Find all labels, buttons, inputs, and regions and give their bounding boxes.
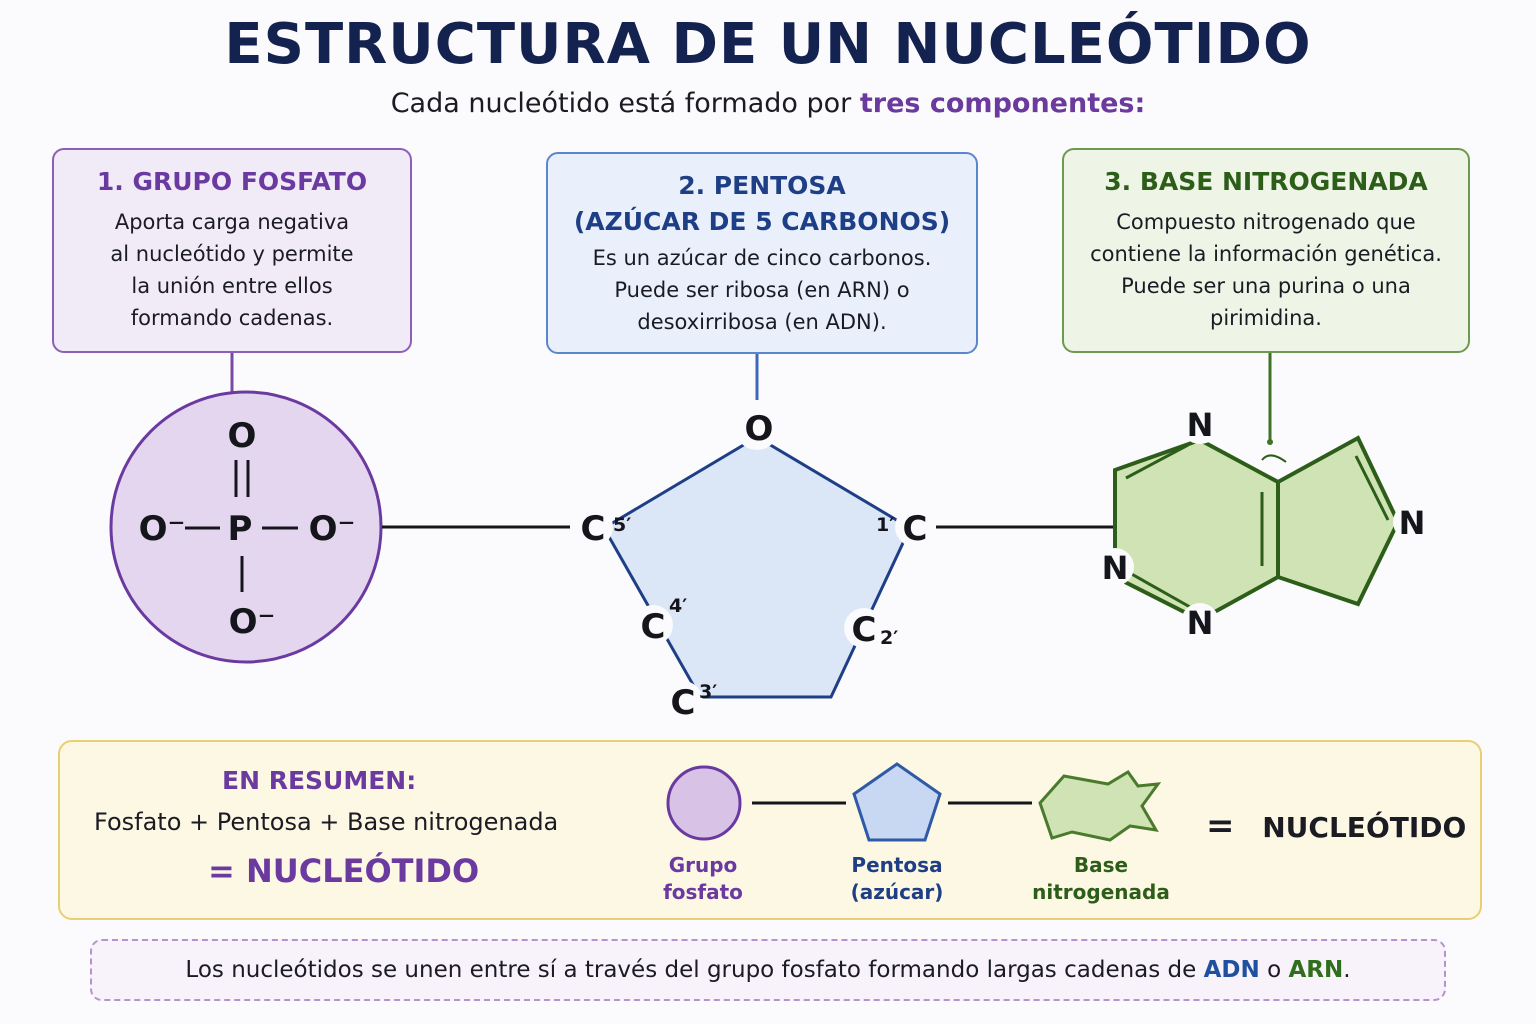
footer-middle: o (1267, 957, 1282, 983)
summary-label-line: nitrogenada (1032, 880, 1170, 904)
page-subtitle: Cada nucleótido está formado por tres co… (0, 88, 1536, 119)
ring-oxygen-mask (735, 406, 779, 450)
summary-icons (666, 762, 1162, 842)
summary-label-line: fosfato (663, 880, 743, 904)
base-attachment-arc (1261, 454, 1287, 463)
sugar-heading-line2: (AZÚCAR DE 5 CARBONOS) (573, 207, 951, 236)
summary-label-line: Base (1073, 853, 1129, 877)
base-shape-icon (1038, 770, 1162, 842)
n-left-mask (1096, 548, 1134, 586)
sugar-heading-line1: 2. PENTOSA (678, 171, 846, 200)
summary-right-result: = NUCLEÓTIDO (1206, 806, 1466, 846)
sugar-line: Es un azúcar de cinco carbonos. (592, 246, 932, 270)
pentagon-icon (852, 762, 942, 842)
phosphate-left-oxygen: O⁻ (139, 509, 186, 549)
nitrogen-bottom: N (1187, 604, 1214, 642)
base-info-box: 3. BASE NITROGENADA Compuesto nitrogenad… (1062, 148, 1470, 353)
carbon-4: C (641, 607, 666, 647)
phosphate-info-box: 1. GRUPO FOSFATO Aporta carga negativa a… (52, 148, 412, 353)
summary-label-base: Base nitrogenada (1021, 852, 1181, 906)
footer-adn: ADN (1203, 957, 1260, 983)
c3-mask (663, 681, 703, 721)
base-line: Puede ser una purina o una (1121, 274, 1411, 298)
carbon-4-label: 4′ (669, 595, 687, 617)
sugar-line: desoxirribosa (en ADN). (637, 310, 887, 334)
sugar-info-box: 2. PENTOSA (AZÚCAR DE 5 CARBONOS) Es un … (546, 152, 978, 354)
summary-right-text: NUCLEÓTIDO (1262, 811, 1467, 844)
phosphate-bottom-oxygen: O⁻ (229, 602, 276, 642)
n-right-mask (1393, 503, 1431, 541)
base-five-ring (1276, 435, 1401, 607)
carbon-3-label: 3′ (699, 681, 717, 703)
base-line: contiene la información genética. (1090, 242, 1442, 266)
n-top-mask (1180, 404, 1220, 444)
footer-suffix: . (1343, 957, 1351, 983)
subtitle-prefix: Cada nucleótido está formado por (390, 88, 852, 119)
phosphate-circle-icon (666, 765, 742, 841)
base-double-bond-top (1125, 443, 1189, 480)
nitrogen-left: N (1102, 549, 1129, 587)
carbon-2-label: 2′ (880, 627, 898, 649)
footer-arn: ARN (1288, 957, 1344, 983)
summary-heading: EN RESUMEN: (222, 766, 417, 795)
ring-oxygen: O (745, 409, 774, 449)
sugar-line: Puede ser ribosa (en ARN) o (614, 278, 910, 302)
base-description: Compuesto nitrogenado que contiene la in… (1064, 206, 1468, 334)
base-double-bond-right (1354, 455, 1390, 521)
phosphate-line: Aporta carga negativa (114, 210, 350, 234)
phosphate-heading: 1. GRUPO FOSFATO (96, 167, 368, 196)
c1-mask (895, 507, 935, 547)
sugar-pentagon (601, 435, 912, 699)
summary-equation: Fosfato + Pentosa + Base nitrogenada (94, 808, 559, 836)
footer-note: Los nucleótidos se unen entre sí a travé… (90, 939, 1446, 1001)
summary-label-line: (azúcar) (850, 880, 944, 904)
phosphate-line: la unión entre ellos (131, 274, 333, 298)
equals-sign: = (1206, 806, 1235, 846)
carbon-1-label: 1′ (876, 514, 894, 536)
summary-label-phosphate: Grupo fosfato (623, 852, 783, 906)
nucleotide-diagram: O O⁻ P O⁻ O⁻ O C 5′ C 1′ C 4′ C 2′ C 3′ … (109, 353, 1431, 723)
summary-label-sugar: Pentosa (azúcar) (817, 852, 977, 906)
c5-mask (573, 507, 613, 547)
sugar-description: Es un azúcar de cinco carbonos. Puede se… (548, 242, 976, 338)
n-bottom-mask (1181, 603, 1219, 641)
phosphate-circle (109, 390, 383, 664)
c4-mask (633, 605, 673, 645)
carbon-5: C (581, 509, 606, 549)
phosphorus-atom: P (228, 509, 253, 549)
nitrogen-top: N (1187, 406, 1214, 444)
summary-label-line: Pentosa (851, 853, 943, 877)
carbon-3: C (671, 683, 696, 723)
carbon-1: C (903, 509, 928, 549)
carbon-2: C (852, 610, 877, 650)
summary-result: = NUCLEÓTIDO (208, 852, 480, 890)
c2-mask (844, 608, 884, 648)
page-title: ESTRUCTURA DE UN NUCLEÓTIDO (224, 12, 1312, 77)
phosphate-top-oxygen: O (228, 416, 257, 456)
base-heading: 3. BASE NITROGENADA (1104, 167, 1428, 196)
base-line: pirimidina. (1210, 306, 1322, 330)
phosphate-line: al nucleótido y permite (110, 242, 354, 266)
base-six-ring (1113, 437, 1280, 623)
phosphate-description: Aporta carga negativa al nucleótido y pe… (54, 206, 410, 334)
summary-panel: EN RESUMEN: Fosfato + Pentosa + Base nit… (58, 740, 1482, 920)
carbon-5-label: 5′ (613, 514, 631, 536)
summary-label-line: Grupo (668, 853, 738, 877)
phosphate-right-oxygen: O⁻ (309, 509, 356, 549)
base-line: Compuesto nitrogenado que (1116, 210, 1416, 234)
nitrogen-right: N (1399, 504, 1426, 542)
subtitle-highlight: tres componentes: (859, 88, 1146, 119)
phosphate-line: formando cadenas. (130, 306, 334, 330)
base-connector-dot (1267, 439, 1273, 445)
base-double-bond-bottom (1127, 570, 1191, 609)
footer-prefix: Los nucleótidos se unen entre sí a travé… (185, 957, 1197, 983)
